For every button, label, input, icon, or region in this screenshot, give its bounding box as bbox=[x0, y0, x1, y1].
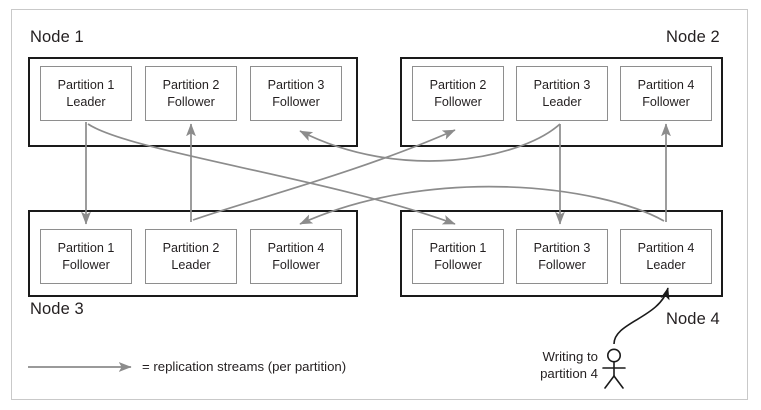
partition-box-n2-p2: Partition 2 Follower bbox=[412, 66, 504, 121]
partition-box-n4-p3: Partition 3 Follower bbox=[516, 229, 608, 284]
partition-role: Follower bbox=[167, 94, 215, 109]
partition-name: Partition 4 bbox=[637, 78, 695, 93]
partition-role: Follower bbox=[538, 257, 586, 272]
partition-role: Leader bbox=[542, 94, 582, 109]
partition-name: Partition 4 bbox=[267, 241, 325, 256]
partition-name: Partition 1 bbox=[429, 241, 487, 256]
stream-p4-n4-to-n3 bbox=[299, 185, 665, 225]
annotation-line-2: partition 4 bbox=[540, 366, 598, 382]
partition-role: Follower bbox=[272, 257, 320, 272]
partition-name: Partition 1 bbox=[57, 241, 115, 256]
partition-name: Partition 2 bbox=[162, 241, 220, 256]
partition-name: Partition 3 bbox=[533, 241, 591, 256]
node-label-node-2: Node 2 bbox=[666, 28, 720, 46]
partition-box-n1-p2: Partition 2 Follower bbox=[145, 66, 237, 121]
partition-role: Follower bbox=[62, 257, 110, 272]
partition-box-n1-p3: Partition 3 Follower bbox=[250, 66, 342, 121]
node-label-node-3: Node 3 bbox=[30, 300, 84, 318]
partition-name: Partition 3 bbox=[533, 78, 591, 93]
partition-name: Partition 4 bbox=[637, 241, 695, 256]
partition-name: Partition 1 bbox=[57, 78, 115, 93]
partition-role: Leader bbox=[171, 257, 211, 272]
partition-name: Partition 2 bbox=[162, 78, 220, 93]
partition-role: Leader bbox=[66, 94, 106, 109]
partition-box-n4-p1: Partition 1 Follower bbox=[412, 229, 504, 284]
legend-label: = replication streams (per partition) bbox=[142, 359, 347, 374]
user-stick-figure bbox=[602, 348, 626, 389]
partition-box-n3-p1: Partition 1 Follower bbox=[40, 229, 132, 284]
client-write-arrow bbox=[613, 287, 670, 345]
node-label-node-1: Node 1 bbox=[30, 28, 84, 46]
partition-box-n2-p3: Partition 3 Leader bbox=[516, 66, 608, 121]
stream-p1-n1-to-n4 bbox=[87, 123, 456, 225]
partition-role: Follower bbox=[642, 94, 690, 109]
partition-role: Follower bbox=[434, 257, 482, 272]
stream-p2-n3-to-n2 bbox=[192, 129, 456, 221]
partition-box-n3-p2: Partition 2 Leader bbox=[145, 229, 237, 284]
node-label-node-4: Node 4 bbox=[666, 310, 720, 328]
partition-box-n1-p1: Partition 1 Leader bbox=[40, 66, 132, 121]
partition-role: Follower bbox=[434, 94, 482, 109]
partition-box-n2-p4: Partition 4 Follower bbox=[620, 66, 712, 121]
annotation-line-1: Writing to bbox=[542, 349, 598, 364]
diagram-frame bbox=[11, 9, 748, 400]
stream-p3-n2-to-n1 bbox=[299, 123, 561, 162]
partition-role: Follower bbox=[272, 94, 320, 109]
partition-role: Leader bbox=[646, 257, 686, 272]
partition-name: Partition 2 bbox=[429, 78, 487, 93]
partition-box-n4-p4: Partition 4 Leader bbox=[620, 229, 712, 284]
partition-box-n3-p4: Partition 4 Follower bbox=[250, 229, 342, 284]
partition-name: Partition 3 bbox=[267, 78, 325, 93]
